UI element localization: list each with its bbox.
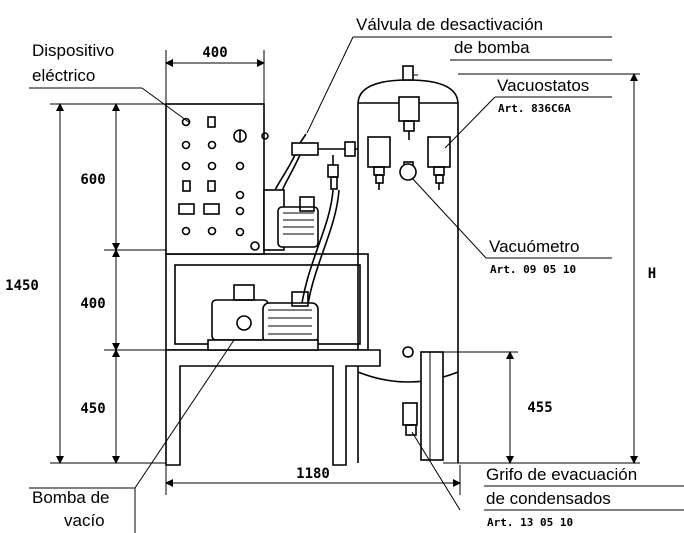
dim-total-height: 1450 xyxy=(5,278,39,294)
label-drain-valve-art: Art. 13 05 10 xyxy=(487,516,573,529)
dim-drain-height: 455 xyxy=(527,400,552,416)
upper-pump xyxy=(263,189,319,251)
label-vacuum-gauge-art: Art. 09 05 10 xyxy=(490,263,576,276)
dim-section-bottom: 450 xyxy=(80,401,105,417)
dim-section-top: 600 xyxy=(80,172,105,188)
label-pump-1: Bomba de xyxy=(32,488,110,507)
label-pump-2: vacío xyxy=(64,511,105,530)
label-valve-1: Válvula de desactivación xyxy=(356,15,543,34)
vacuum-gauge-dial xyxy=(399,163,417,181)
dim-top-width: 400 xyxy=(202,45,227,61)
drain-fitting xyxy=(402,346,414,358)
frame xyxy=(165,253,381,466)
label-vacuum-switches-art: Art. 836C6A xyxy=(498,102,571,115)
hose-3 xyxy=(299,189,334,319)
label-vacuum-gauge: Vacuómetro xyxy=(489,237,579,256)
label-drain-valve-2: de condensados xyxy=(486,489,611,508)
dim-base-width: 1180 xyxy=(296,466,330,482)
label-valve-2: de bomba xyxy=(454,38,530,57)
label-vacuum-switches: Vacuostatos xyxy=(497,76,589,95)
dim-section-middle: 400 xyxy=(80,296,105,312)
vacuum-switch-left xyxy=(367,136,391,190)
dim-tank-height: H xyxy=(648,266,656,282)
valve-assembly xyxy=(291,133,358,190)
electrical-cabinet xyxy=(165,103,269,255)
label-electrical-device-2: eléctrico xyxy=(32,66,95,85)
vacuum-switch-right xyxy=(427,136,451,190)
lower-pump xyxy=(207,284,319,351)
label-electrical-device-1: Dispositivo xyxy=(32,41,114,60)
dimension-lines xyxy=(50,50,640,495)
leader-lines xyxy=(29,36,684,533)
drain-valve xyxy=(402,351,444,461)
vacuum-tank xyxy=(357,65,459,463)
label-drain-valve-1: Grifo de evacuación xyxy=(486,465,637,484)
